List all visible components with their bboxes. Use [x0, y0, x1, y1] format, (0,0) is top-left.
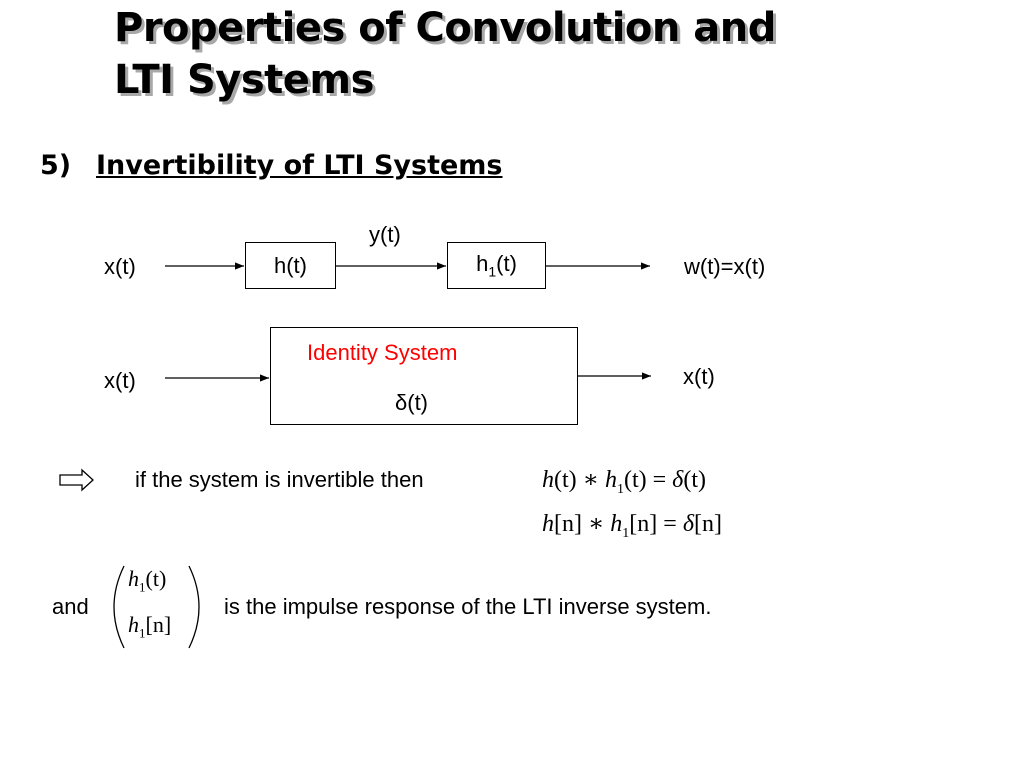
title-line-1: Properties of Convolution and	[114, 5, 776, 51]
diagram1-output-label: w(t)=x(t)	[684, 254, 766, 279]
h-block: h(t)	[245, 242, 336, 289]
right-paren	[188, 565, 200, 649]
inverse-system-statement: is the impulse response of the LTI inver…	[224, 594, 712, 619]
h1-discrete: h1[n]	[128, 612, 172, 641]
identity-system-response: δ(t)	[395, 390, 429, 415]
identity-system-name: Identity System	[307, 340, 458, 365]
y-signal-label: y(t)	[369, 222, 401, 247]
section-title: Invertibility of LTI Systems	[96, 150, 503, 181]
section-number: 5)	[40, 150, 72, 181]
invertible-statement: if the system is invertible then	[135, 467, 424, 492]
title-line-2: LTI Systems	[114, 57, 374, 103]
convolution-equation-discrete: h[n] ∗ h1[n] = δ[n]	[542, 511, 722, 541]
identity-system-block: Identity System δ(t)	[270, 327, 578, 425]
diagram2-output-label: x(t)	[683, 364, 715, 389]
h1-block-label: h1(t)	[476, 251, 517, 280]
diagram2-input-label: x(t)	[104, 368, 136, 393]
implies-arrow-icon	[59, 468, 94, 492]
h1-block: h1(t)	[447, 242, 546, 289]
h-block-label: h(t)	[274, 252, 307, 278]
and-label: and	[52, 594, 89, 619]
h1-continuous: h1(t)	[128, 566, 167, 595]
left-paren	[113, 565, 125, 649]
slide-title: Properties of Convolution and LTI System…	[114, 2, 776, 106]
inverse-impulse-response-group: h1(t) h1[n]	[110, 560, 200, 652]
section-heading: 5) Invertibility of LTI Systems	[40, 150, 503, 181]
diagram1-input-label: x(t)	[104, 254, 136, 279]
convolution-equation-continuous: h(t) ∗ h1(t) = δ(t)	[542, 467, 706, 497]
